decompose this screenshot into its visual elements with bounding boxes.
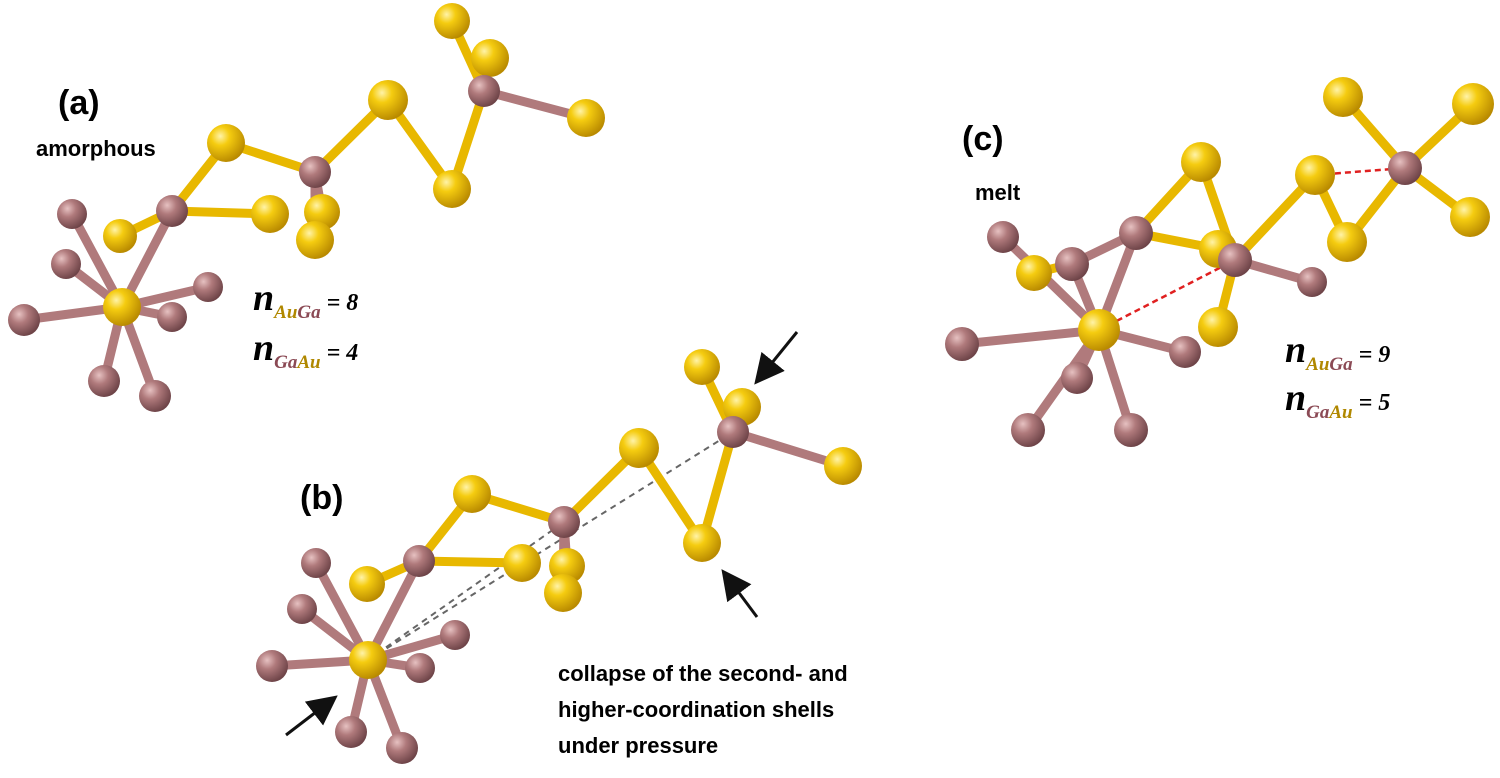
- au-atom: [453, 475, 491, 513]
- au-atom: [1450, 197, 1490, 237]
- ga-atom: [287, 594, 317, 624]
- panel-a-coordination-ga-au: nGaAu= 4: [253, 327, 358, 373]
- ga-atom: [987, 221, 1019, 253]
- au-atom: [368, 80, 408, 120]
- au-atom: [1198, 307, 1238, 347]
- panel-c: (c) melt nAuGa= 9 nGaAu= 5: [945, 77, 1494, 447]
- ga-atom: [468, 75, 500, 107]
- au-atom: [1295, 155, 1335, 195]
- ga-atom: [1169, 336, 1201, 368]
- ga-atom: [157, 302, 187, 332]
- ga-atom: [1061, 362, 1093, 394]
- panel-c-label: (c): [962, 120, 1004, 158]
- au-atom-central: [349, 641, 387, 679]
- ga-atom: [403, 545, 435, 577]
- au-atom: [1327, 222, 1367, 262]
- ga-atom: [1114, 413, 1148, 447]
- panel-b-label: (b): [300, 479, 343, 517]
- panel-b-note-line-2: higher-coordination shells: [558, 697, 834, 722]
- ga-atom: [386, 732, 418, 764]
- au-atom: [684, 349, 720, 385]
- panel-a-state-label: amorphous: [36, 136, 156, 161]
- ga-atom: [301, 548, 331, 578]
- panel-b-note-line-1: collapse of the second- and: [558, 661, 848, 686]
- au-atom: [304, 194, 340, 230]
- au-atom: [544, 574, 582, 612]
- au-atom-central: [103, 288, 141, 326]
- au-atom: [207, 124, 245, 162]
- au-atom: [567, 99, 605, 137]
- au-atom: [471, 39, 509, 77]
- au-atom: [103, 219, 137, 253]
- panel-b: (b) collapse of the second- and higher-c…: [256, 331, 862, 764]
- au-atom: [1323, 77, 1363, 117]
- panel-b-arrows: [285, 331, 799, 737]
- ga-atom: [335, 716, 367, 748]
- au-atom: [503, 544, 541, 582]
- ga-atom: [548, 506, 580, 538]
- panel-b-atoms: [256, 349, 862, 764]
- panel-b-note-line-3: under pressure: [558, 733, 718, 758]
- ga-atom: [1297, 267, 1327, 297]
- au-atom: [1452, 83, 1494, 125]
- panel-b-guide-lines: [367, 431, 734, 661]
- ga-atom: [139, 380, 171, 412]
- panel-a-coordination-au-ga: nAuGa= 8: [253, 277, 358, 323]
- panel-a-atoms: [8, 3, 605, 412]
- ga-atom: [945, 327, 979, 361]
- ga-atom: [88, 365, 120, 397]
- arrow-to-lower-atom: [721, 569, 759, 618]
- ga-atom: [1119, 216, 1153, 250]
- panel-a-label: (a): [58, 84, 100, 122]
- au-atom: [433, 170, 471, 208]
- au-atom: [251, 195, 289, 233]
- ga-atom: [1388, 151, 1422, 185]
- au-atom: [434, 3, 470, 39]
- au-atom: [1181, 142, 1221, 182]
- panel-c-atoms: [945, 77, 1494, 447]
- ga-atom: [1218, 243, 1252, 277]
- ga-atom: [156, 195, 188, 227]
- ga-atom: [405, 653, 435, 683]
- ga-atom: [57, 199, 87, 229]
- au-atom: [683, 524, 721, 562]
- ga-atom: [51, 249, 81, 279]
- au-atom: [349, 566, 385, 602]
- ga-atom: [440, 620, 470, 650]
- panel-c-coordination-ga-au: nGaAu= 5: [1285, 377, 1390, 423]
- ga-atom: [1011, 413, 1045, 447]
- au-atom: [619, 428, 659, 468]
- au-atom: [824, 447, 862, 485]
- panel-a: (a) amorphous nAuGa= 8 nGaAu= 4: [8, 3, 605, 412]
- panel-c-coordination-au-ga: nAuGa= 9: [1285, 329, 1390, 375]
- ga-atom: [8, 304, 40, 336]
- arrow-to-shell-atom: [754, 331, 799, 385]
- arrow-to-central-atom: [285, 695, 338, 737]
- ga-atom: [1055, 247, 1089, 281]
- au-atom-central: [1078, 309, 1120, 351]
- au-atom: [296, 221, 334, 259]
- ga-atom: [717, 416, 749, 448]
- ga-atom: [256, 650, 288, 682]
- ga-atom: [299, 156, 331, 188]
- panel-c-state-label: melt: [975, 180, 1021, 205]
- ga-atom: [193, 272, 223, 302]
- au-atom: [1016, 255, 1052, 291]
